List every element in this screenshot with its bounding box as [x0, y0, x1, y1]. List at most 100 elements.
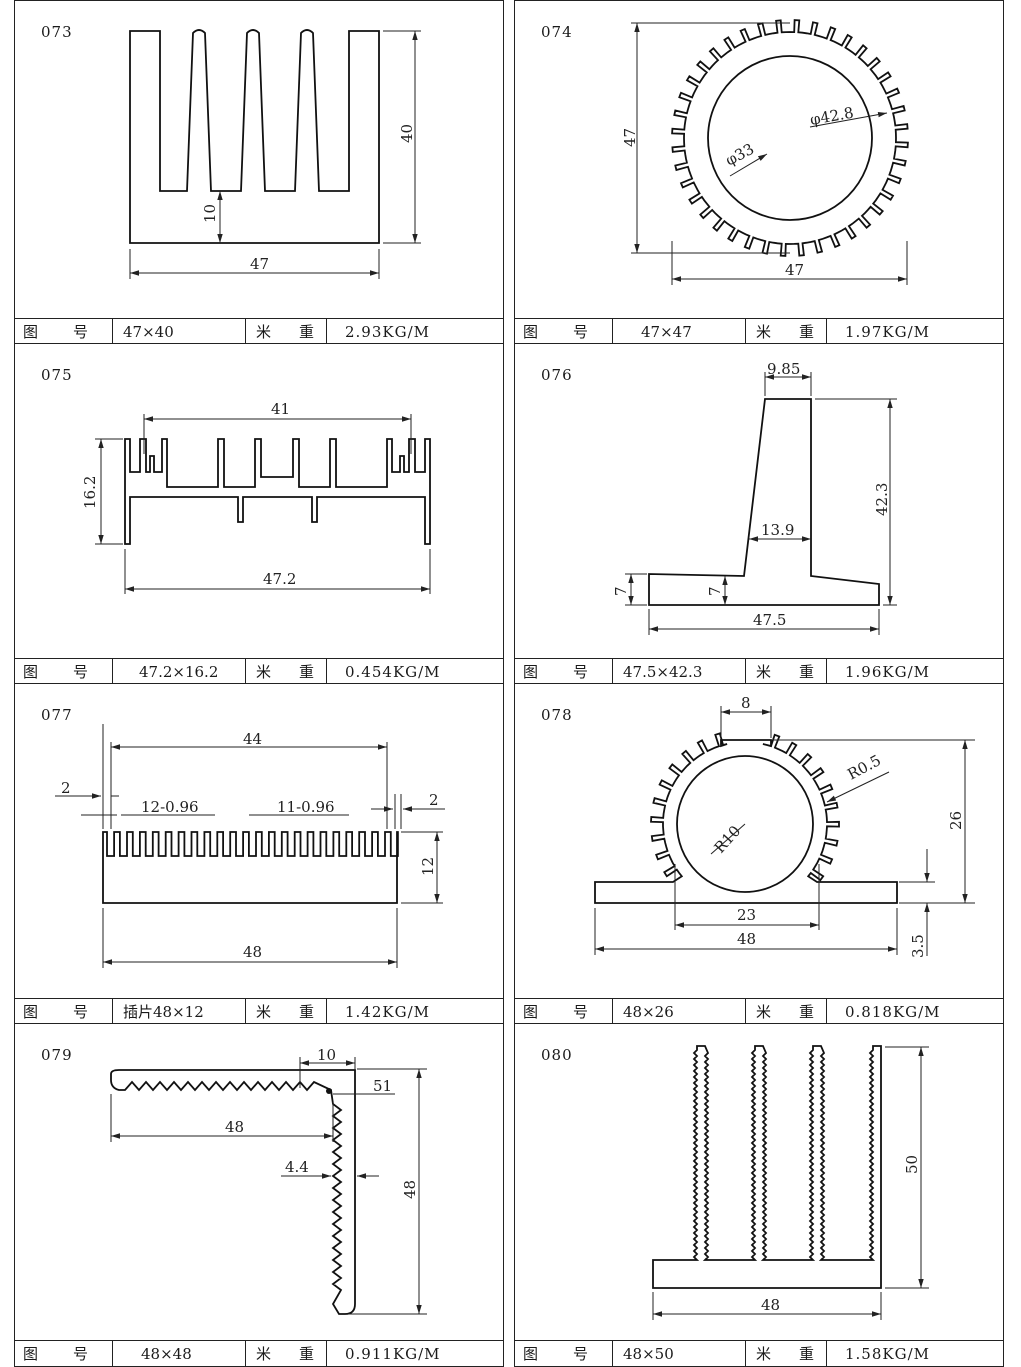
panel-080: 50 48 080 图 号 48×50 米 重 1.58KG/M [514, 1023, 1004, 1367]
dim-inner-074: φ33 [722, 140, 757, 170]
info-row: 图号 插片48×12 米重 1.42KG/M [15, 998, 503, 1024]
drawing-code: 080 [541, 1046, 573, 1064]
label-drawing-no-1: 图 [523, 1345, 539, 1363]
drawing-076: 9.85 42.3 13.9 7 7 47.5 [612, 360, 897, 635]
label-weight-2: 重 [298, 1345, 314, 1363]
dim-height-075: 16.2 [81, 476, 99, 509]
drawing-078: 8 R0.5 R10 26 23 48 3.5 [594, 694, 975, 958]
dim-width-079: 48 [225, 1118, 244, 1136]
info-row: 图号 48×48 米重 0.911KG/M [15, 1340, 503, 1366]
inner-circle-078 [676, 755, 814, 893]
info-row: 图号 47.5×42.3 米重 1.96KG/M [515, 658, 1003, 684]
label-drawing-no-1: 图 [523, 323, 539, 341]
label-weight-1: 米 [256, 663, 272, 681]
weight-value: 0.818KG/M [845, 1002, 941, 1021]
dim-mid-076: 13.9 [761, 521, 794, 539]
size-value: 48×50 [613, 1341, 746, 1366]
dim-width-076: 47.5 [753, 611, 786, 629]
dim-left-077: 2 [61, 779, 71, 797]
drawing-code: 076 [541, 366, 573, 384]
comb-profile-077 [102, 831, 399, 904]
dim-top-075: 41 [271, 400, 290, 418]
label-weight-1: 米 [756, 663, 772, 681]
panel-074: 47 47 φ42.8 φ33 074 图号 47×47 米重 1.97KG/M [514, 0, 1004, 345]
dim-top-078: 8 [741, 694, 751, 712]
panel-078: 8 R0.5 R10 26 23 48 3.5 078 图 号 48×26 米 重 … [514, 683, 1004, 1025]
label-weight-1: 米 [256, 323, 272, 341]
label-drawing-no-2: 号 [572, 1345, 588, 1363]
heatsink-profile-075 [124, 438, 431, 545]
weight-value: 0.911KG/M [345, 1344, 441, 1363]
dim-height-077: 12 [419, 857, 437, 876]
weight-value: 1.58KG/M [845, 1344, 930, 1363]
dim-height-074: 47 [621, 128, 639, 147]
dim-angle-079: 51 [373, 1077, 392, 1095]
dim-height-076: 42.3 [873, 483, 891, 516]
label-weight-2: 重 [798, 1345, 814, 1363]
drawing-code: 074 [541, 23, 573, 41]
dim-width-077: 48 [243, 943, 262, 961]
drawing-code: 079 [41, 1046, 73, 1064]
size-value: 48×48 [113, 1341, 246, 1366]
label-drawing-no-1: 图 [523, 663, 539, 681]
dim-teeth1-077: 12-0.96 [141, 798, 199, 816]
dim-top-079: 10 [317, 1046, 336, 1064]
label-drawing-no-2: 号 [72, 323, 88, 341]
drawing-077: 44 2 2 12-0.96 11-0.96 12 48 [55, 724, 445, 968]
size-value: 47.2×16.2 [113, 659, 246, 684]
label-drawing-no-1: 图 [23, 1003, 39, 1021]
label-drawing-no-1: 图 [23, 323, 39, 341]
label-weight-2: 重 [798, 1003, 814, 1021]
drawing-075: 41 47.2 16.2 [81, 400, 431, 594]
label-drawing-no-2: 号 [72, 1345, 88, 1363]
drawing-074: 47 47 φ42.8 φ33 [621, 19, 909, 285]
label-weight-1: 米 [756, 1345, 772, 1363]
label-weight-2: 重 [298, 323, 314, 341]
dim-base-073: 10 [201, 204, 219, 223]
info-row: 图号 47×40 米重 2.93KG/M [15, 318, 503, 344]
dim-base-078: 3.5 [909, 934, 927, 958]
info-row: 图 号 48×26 米 重 0.818KG/M [515, 998, 1003, 1024]
label-weight-2: 重 [798, 663, 814, 681]
drawing-code: 077 [41, 706, 73, 724]
dim-thick-079: 4.4 [285, 1158, 309, 1176]
info-row: 图号 47×47 米重 1.97KG/M [515, 318, 1003, 344]
label-drawing-no-1: 图 [23, 663, 39, 681]
size-value: 47×40 [113, 319, 246, 344]
angle-profile-079 [110, 1069, 356, 1315]
label-drawing-no-2: 号 [72, 1003, 88, 1021]
dim-inner-078: 23 [737, 906, 756, 924]
panel-075: 41 47.2 16.2 075 图号 47.2×16.2 米重 0.454KG… [14, 343, 504, 685]
drawing-code: 078 [541, 706, 573, 724]
inner-circle-074 [707, 55, 873, 221]
dim-base1-076: 7 [612, 586, 630, 596]
label-weight-1: 米 [756, 323, 772, 341]
size-value: 47×47 [613, 319, 746, 344]
dim-width-075: 47.2 [263, 570, 296, 588]
drawing-code: 073 [41, 23, 73, 41]
drawing-079: 10 51 48 4.4 48 [110, 1046, 427, 1315]
label-drawing-no-2: 号 [72, 663, 88, 681]
weight-value: 1.96KG/M [845, 662, 930, 681]
drawing-080: 50 48 [652, 1045, 929, 1320]
label-drawing-no-2: 号 [572, 663, 588, 681]
label-drawing-no-2: 号 [572, 1003, 588, 1021]
label-weight-2: 重 [798, 323, 814, 341]
dim-width-078: 48 [737, 930, 756, 948]
label-weight-2: 重 [298, 663, 314, 681]
drawing-code: 075 [41, 366, 73, 384]
dim-radius-078: R10 [711, 822, 745, 857]
dim-right-077: 2 [429, 791, 439, 809]
panel-076: 9.85 42.3 13.9 7 7 47.5 076 图号 47.5×42.3… [514, 343, 1004, 685]
size-value: 48×26 [613, 999, 746, 1024]
label-weight-1: 米 [256, 1003, 272, 1021]
pivot-dot-079 [326, 1088, 332, 1094]
label-weight-1: 米 [756, 1003, 772, 1021]
gear-base-profile-078 [594, 732, 898, 904]
dim-height-073: 40 [398, 124, 416, 143]
dim-width-080: 48 [761, 1296, 780, 1314]
label-drawing-no-1: 图 [523, 1003, 539, 1021]
weight-value: 1.97KG/M [845, 322, 930, 341]
dim-height-080: 50 [903, 1155, 921, 1174]
gear-outline-074 [671, 19, 909, 257]
